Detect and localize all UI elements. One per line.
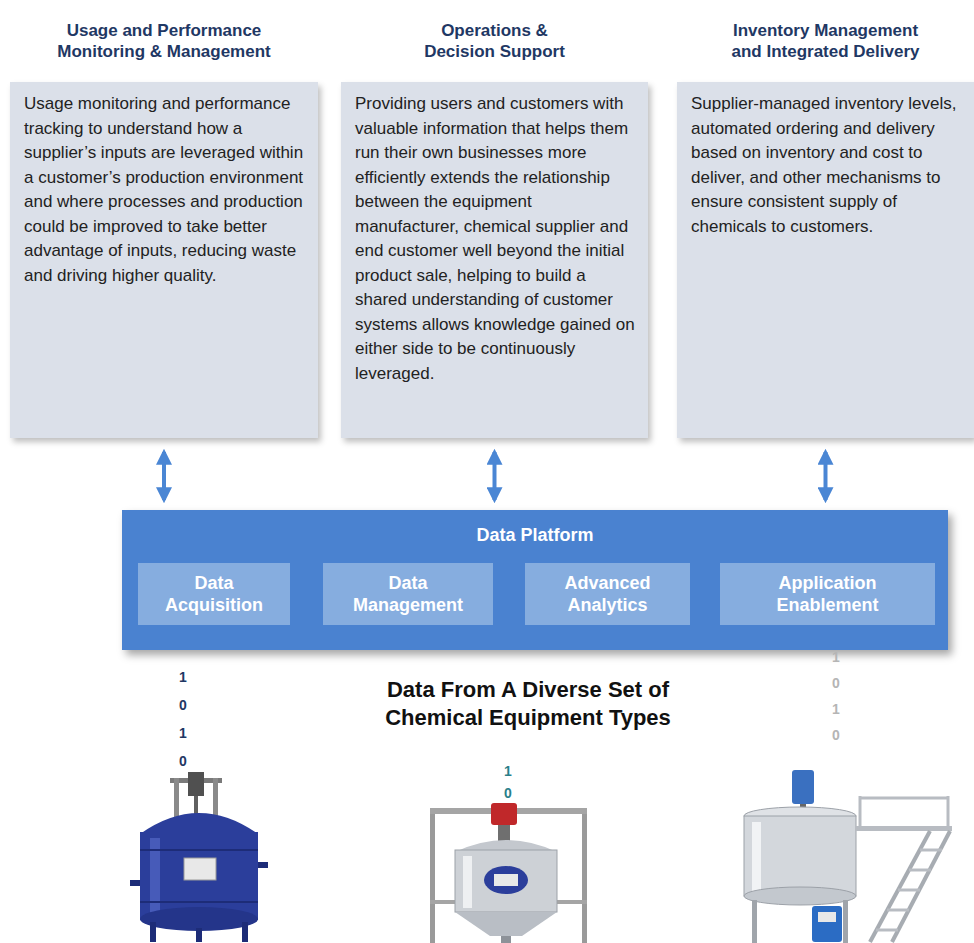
- feature-column: Inventory Management and Integrated Deli…: [677, 8, 974, 438]
- module-label: Data Acquisition: [156, 572, 272, 616]
- column-heading-area: Usage and Performance Monitoring & Manag…: [10, 8, 318, 74]
- module-label: Data Management: [341, 572, 475, 616]
- platform-module: Advanced Analytics: [525, 563, 690, 625]
- stainless-reactor: [430, 803, 587, 943]
- column-heading-area: Inventory Management and Integrated Deli…: [677, 8, 974, 74]
- platform-module: Application Enablement: [720, 563, 935, 625]
- mixing-tank: [744, 770, 952, 943]
- column-body: Providing users and customers with valua…: [355, 92, 636, 386]
- double-arrow: [162, 452, 166, 500]
- feature-panel: Usage monitoring and performance trackin…: [10, 82, 318, 438]
- binary-digit: 1: [501, 762, 515, 780]
- platform-module: Data Acquisition: [138, 563, 290, 625]
- double-arrow: [493, 452, 497, 500]
- platform-module: Data Management: [323, 563, 493, 625]
- column-heading: Usage and Performance Monitoring & Manag…: [44, 20, 284, 62]
- binary-digit: 0: [829, 726, 843, 744]
- module-label: Advanced Analytics: [543, 572, 672, 616]
- blue-vessel: [130, 772, 268, 942]
- feature-panel: Supplier-managed inventory levels, autom…: [677, 82, 974, 438]
- binary-digit: 1: [176, 724, 190, 742]
- feature-panel: Providing users and customers with valua…: [341, 82, 648, 438]
- data-platform-band: Data PlatformData Acquisition Data Manage…: [122, 510, 948, 650]
- double-arrow: [824, 452, 828, 500]
- feature-column: Operations & Decision SupportProviding u…: [341, 8, 648, 438]
- band-title: Data Platform: [122, 524, 948, 546]
- column-heading: Inventory Management and Integrated Deli…: [718, 20, 933, 62]
- feature-column: Usage and Performance Monitoring & Manag…: [10, 8, 318, 438]
- binary-digit: 1: [176, 668, 190, 686]
- column-heading: Operations & Decision Support: [415, 20, 575, 62]
- binary-digit: 0: [176, 696, 190, 714]
- column-body: Supplier-managed inventory levels, autom…: [691, 92, 962, 239]
- binary-digit: 0: [176, 752, 190, 770]
- column-body: Usage monitoring and performance trackin…: [24, 92, 306, 288]
- binary-digit: 1: [829, 648, 843, 666]
- column-heading-area: Operations & Decision Support: [341, 8, 648, 74]
- binary-digit: 1: [829, 700, 843, 718]
- module-label: Application Enablement: [738, 572, 917, 616]
- binary-digit: 0: [829, 674, 843, 692]
- section-caption: Data From A Diverse Set of Chemical Equi…: [352, 676, 704, 732]
- binary-digit: 0: [501, 784, 515, 802]
